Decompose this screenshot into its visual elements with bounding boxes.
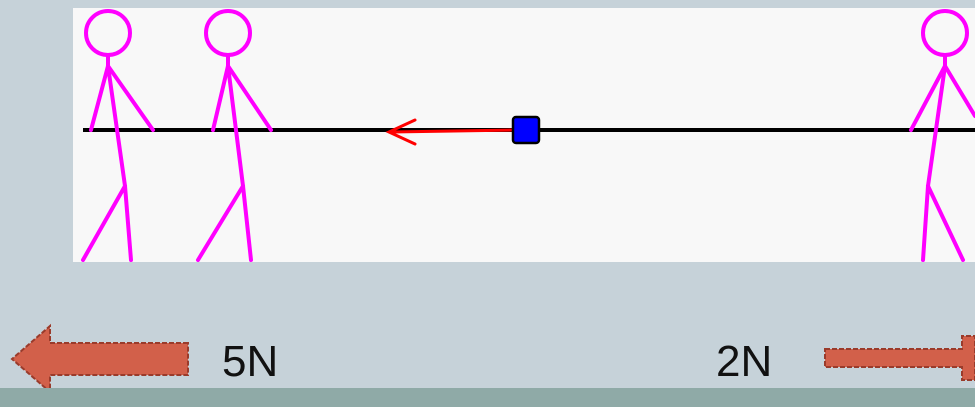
tug-of-war-drawing <box>81 9 975 262</box>
stick-figure-left-1 <box>81 9 155 262</box>
stick-figure-left-2 <box>196 9 273 262</box>
right-force-arrow <box>824 335 975 381</box>
stick-figure-right <box>909 9 975 262</box>
left-force-arrow <box>10 323 189 395</box>
rope-center-marker <box>511 115 541 145</box>
left-force-label: 5N <box>222 337 279 386</box>
right-force-label: 2N <box>716 337 773 386</box>
tug-of-war-scene <box>73 8 975 262</box>
net-force-arrow <box>385 118 515 146</box>
bottom-band <box>0 388 975 407</box>
